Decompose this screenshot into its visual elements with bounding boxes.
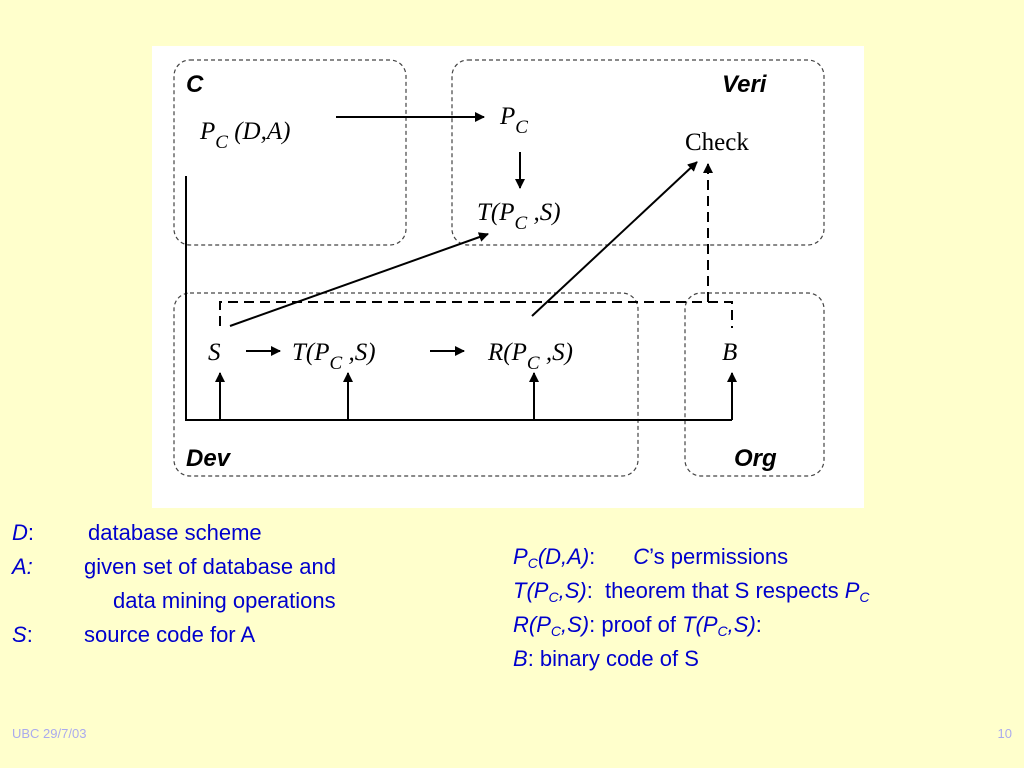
diagram-panel: C Veri Dev Org PC (D,A) PC Check T(PC ,S…	[152, 46, 864, 508]
region-veri-box	[451, 59, 825, 246]
feed-line	[185, 176, 732, 421]
page-number: 10	[997, 726, 1012, 741]
node-pc-da: PC (D,A)	[199, 118, 290, 153]
node-proof-dev: R(PC ,S)	[487, 339, 573, 374]
legend-row-proof: R(PC,S): proof of T(PC,S):	[513, 612, 762, 639]
legend-term: D:	[12, 520, 35, 545]
legend-row-s: S: source code for A	[12, 618, 452, 652]
region-dev-label: Dev	[186, 445, 232, 472]
footer-date: UBC 29/7/03	[12, 726, 87, 741]
legend-left: D: database scheme A: given set of datab…	[12, 516, 452, 652]
region-c-box	[173, 59, 407, 246]
region-dev-box	[173, 292, 639, 477]
dashed-compile-path	[219, 301, 733, 328]
node-pc-veri: PC	[499, 103, 528, 138]
region-veri-label: Veri	[722, 71, 768, 98]
node-theorem-veri: T(PC ,S)	[477, 199, 561, 234]
node-binary: B	[722, 339, 737, 366]
legend-row-a: A: given set of database and	[12, 550, 452, 584]
legend-row-theorem: T(PC,S): theorem that S respects PC	[513, 578, 870, 605]
legend-row-binary: B: binary code of S	[513, 646, 699, 671]
flow-diagram: C Veri Dev Org PC (D,A) PC Check T(PC ,S…	[173, 59, 825, 477]
legend-row-d: D: database scheme	[12, 516, 452, 550]
legend-definition: source code for A	[84, 622, 256, 647]
node-source: S	[208, 339, 221, 366]
legend-definition: given set of database and	[84, 554, 336, 579]
arrow-s-to-theorem-veri	[229, 232, 489, 327]
node-check: Check	[685, 129, 749, 156]
region-c-label: C	[186, 71, 204, 98]
legend-term: A:	[12, 554, 33, 579]
legend-definition: data mining operations	[113, 588, 336, 613]
node-theorem-dev: T(PC ,S)	[292, 339, 376, 374]
legend-definition: database scheme	[88, 520, 262, 545]
legend-right: PC(D,A):C’s permissions T(PC,S): theorem…	[513, 540, 1013, 676]
arrow-proof-to-check	[531, 161, 698, 317]
legend-row-pc: PC(D,A):C’s permissions	[513, 544, 789, 571]
legend-row-a-cont: data mining operations	[12, 584, 452, 618]
region-org-label: Org	[734, 445, 777, 472]
legend-term: S:	[12, 622, 33, 647]
